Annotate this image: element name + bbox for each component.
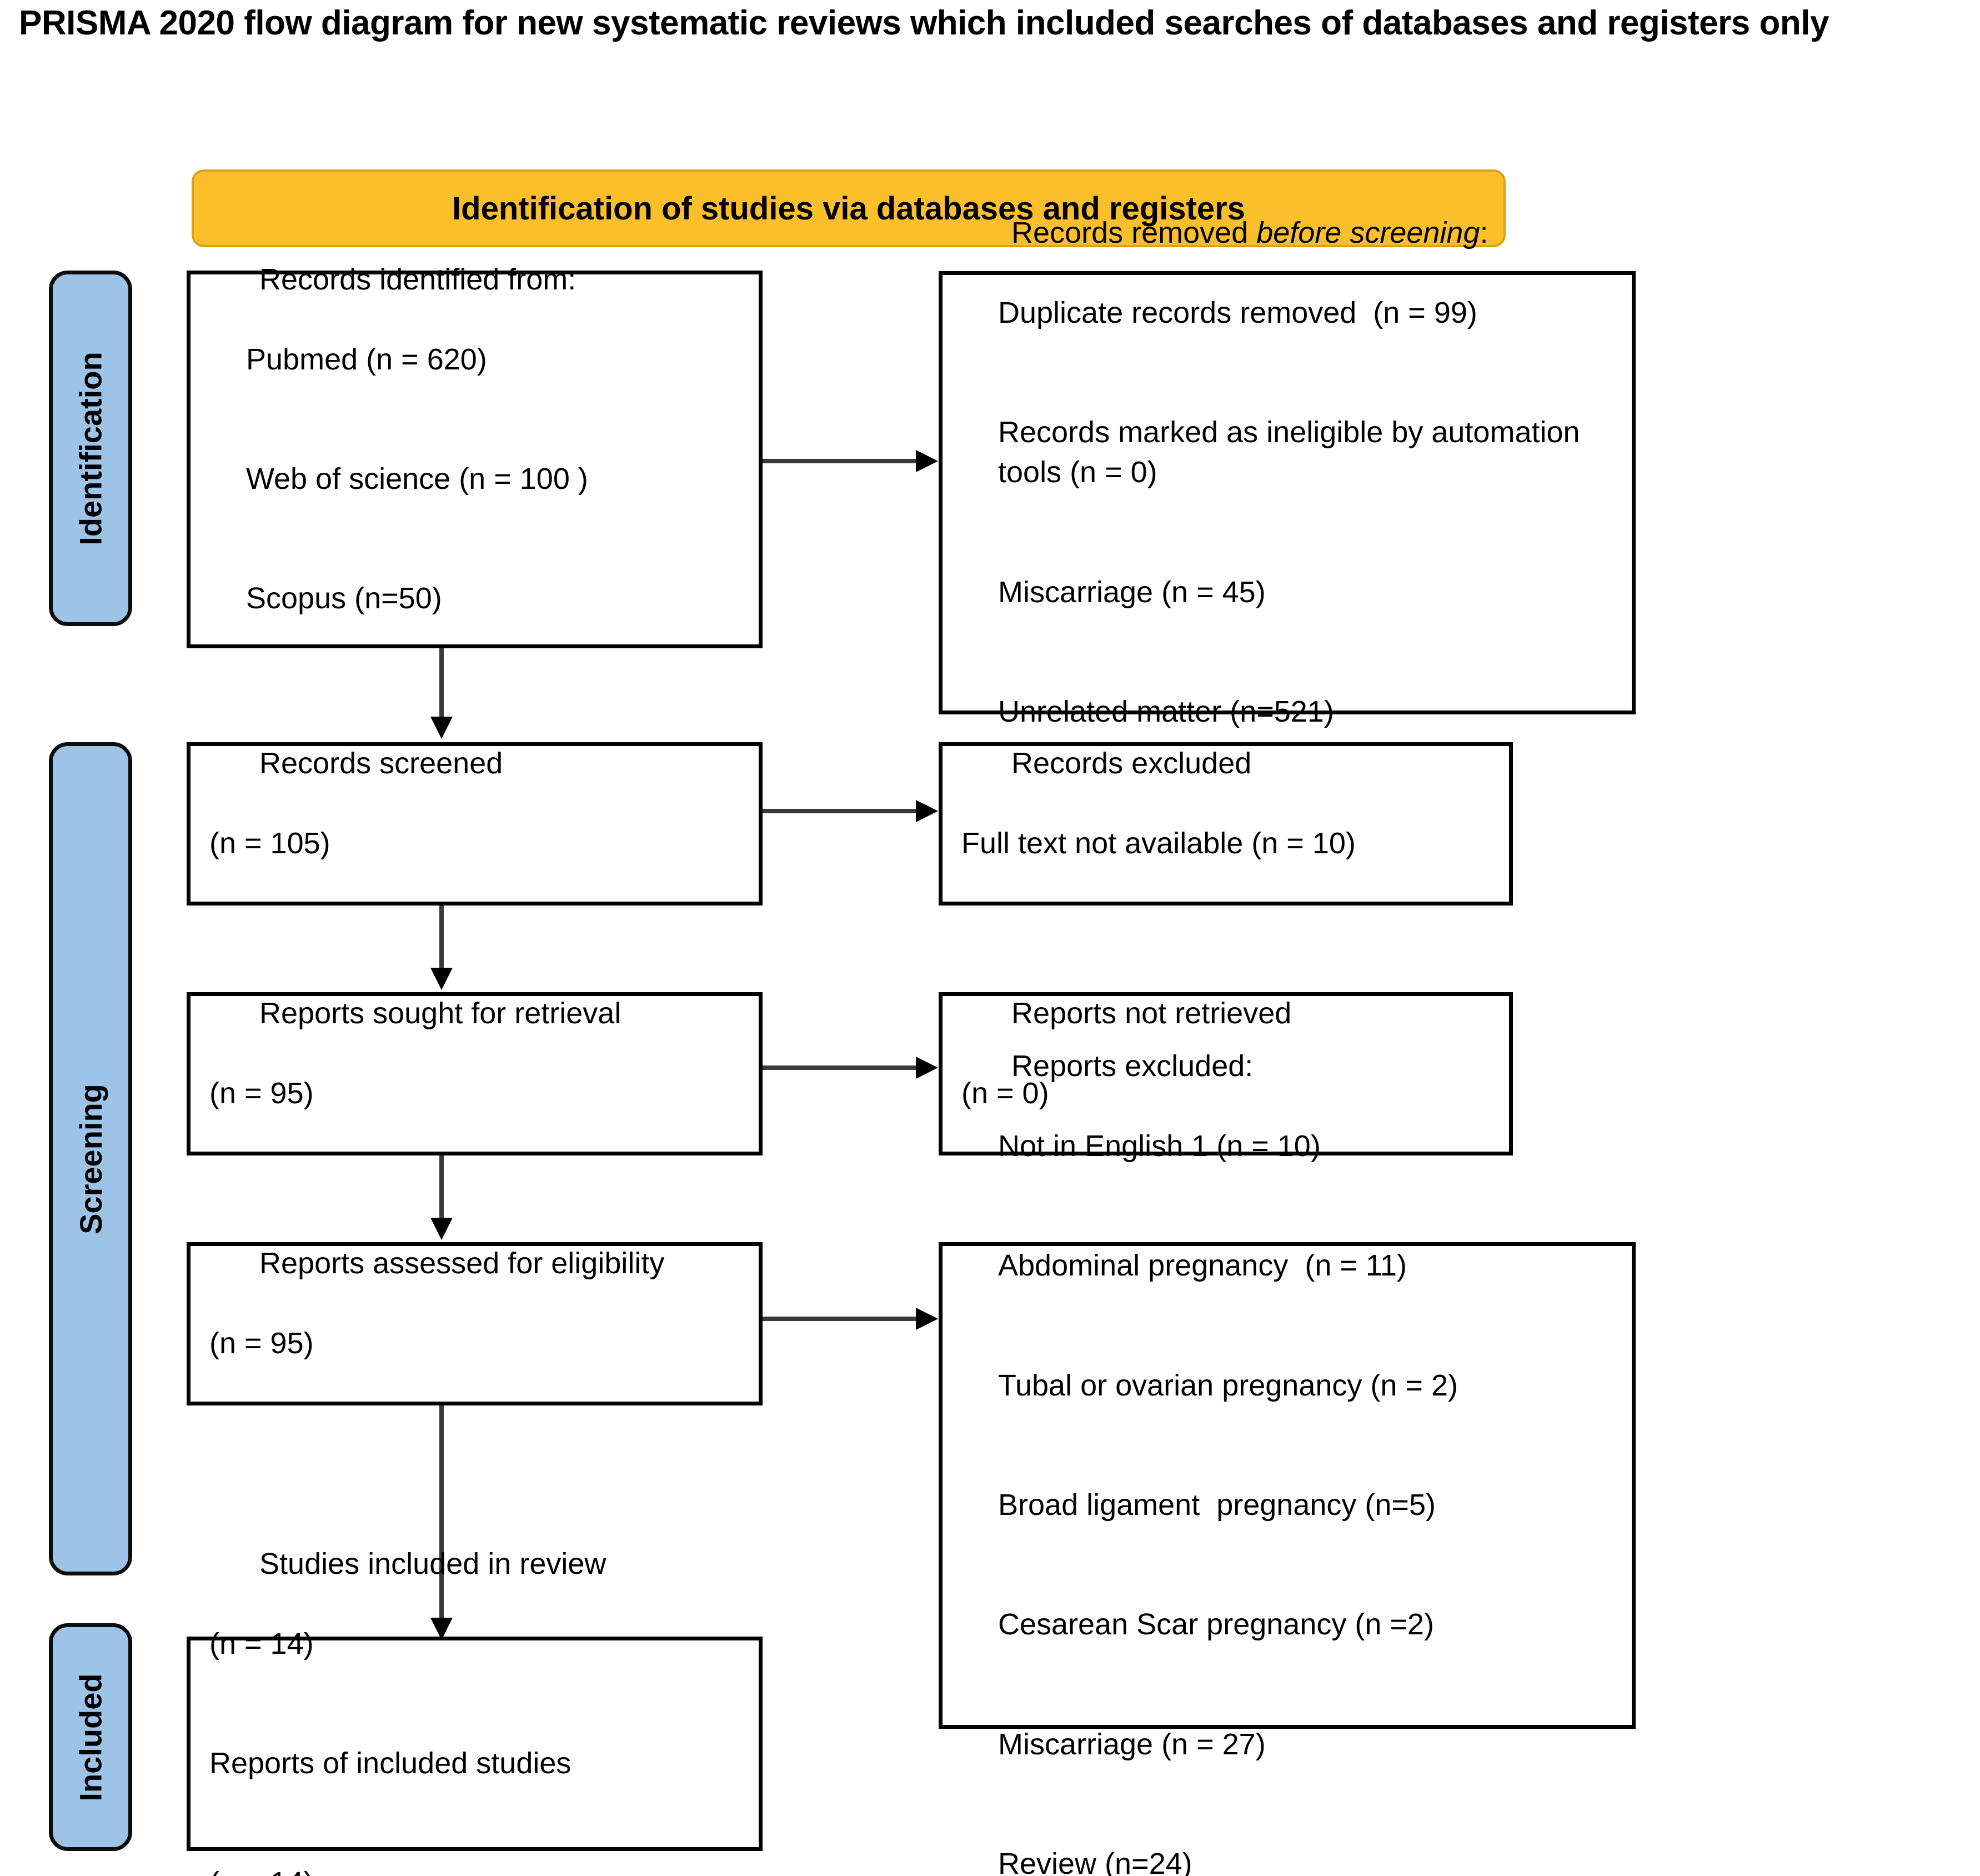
records-removed-heading: Records removed before screening: [1011, 216, 1488, 249]
reports-sought-line2: (n = 95) [209, 1077, 314, 1110]
records-removed-item-3: Unrelated matter (n=521) [998, 695, 1334, 729]
box-records-identified: Records identified from: Pubmed (n = 620… [187, 263, 763, 648]
page-title: PRISMA 2020 flow diagram for new systema… [19, 4, 1829, 42]
connector-identified-to-removed [763, 459, 917, 463]
stage-tab-screening-label: Screening [73, 1083, 108, 1234]
reports-excluded-item-3: Broad ligament pregnancy (n=5) [998, 1488, 1436, 1522]
stage-tab-identification-label: Identification [73, 351, 108, 546]
box-reports-not-retrieved: Reports not retrieved (n = 0) [939, 992, 1513, 1155]
box-studies-included: Studies included in review (n = 14) Repo… [187, 1547, 763, 1876]
identification-banner-label: Identification of studies via databases … [452, 190, 1245, 227]
box-records-removed-text: Records removed before screening: Duplic… [943, 174, 1632, 812]
box-reports-excluded: Reports excluded: Not in English 1 (n = … [939, 1049, 1636, 1876]
records-screened-line2: (n = 105) [209, 827, 330, 860]
connector-screened-to-sought [439, 906, 444, 972]
box-reports-sought-text: Reports sought for retrieval (n = 95) [191, 954, 759, 1194]
box-reports-assessed: Reports assessed for eligibility (n = 95… [187, 1242, 763, 1405]
connector-sought-to-assessed [439, 1155, 444, 1222]
records-identified-item-0: Pubmed (n = 620) [246, 342, 487, 376]
reports-excluded-item-6: Review (n=24) [998, 1847, 1192, 1876]
connector-sought-to-not-retrieved [763, 1065, 917, 1070]
reports-excluded-item-5: Miscarriage (n = 27) [998, 1727, 1266, 1761]
stage-tab-identification: Identification [49, 271, 132, 626]
reports-assessed-line2: (n = 95) [209, 1327, 314, 1360]
reports-excluded-item-0: Not in English 1 (n = 10) [998, 1129, 1321, 1163]
arrowhead-assessed-to-included [430, 1618, 453, 1640]
box-records-removed: Records removed before screening: Duplic… [939, 216, 1636, 728]
reports-not-retrieved-line2: (n = 0) [961, 1077, 1049, 1110]
arrowhead-sought-to-not-retrieved [916, 1057, 938, 1079]
box-records-screened-text: Records screened (n = 105) [191, 704, 759, 944]
studies-included-line3: Reports of included studies [209, 1747, 572, 1780]
reports-assessed-line1: Reports assessed for eligibility [259, 1247, 665, 1280]
box-reports-excluded-text: Reports excluded: Not in English 1 (n = … [943, 1007, 1632, 1876]
records-removed-item-2: Miscarriage (n = 45) [998, 575, 1266, 609]
reports-sought-line1: Reports sought for retrieval [259, 997, 621, 1030]
arrowhead-screened-to-sought [430, 968, 453, 990]
records-excluded-line1: Records excluded [1011, 747, 1252, 781]
box-records-excluded: Records excluded Full text not available… [939, 742, 1513, 906]
records-identified-heading: Records identified from: [259, 262, 577, 296]
box-records-identified-text: Records identified from: Pubmed (n = 620… [191, 220, 759, 699]
arrowhead-sought-to-assessed [430, 1218, 453, 1240]
records-removed-heading-italic: before screening [1256, 216, 1480, 250]
records-identified-item-2: Scopus (n=50) [246, 582, 442, 616]
records-identified-item-1: Web of science (n = 100 ) [246, 462, 588, 496]
box-reports-assessed-text: Reports assessed for eligibility (n = 95… [191, 1204, 759, 1444]
arrowhead-screened-to-excluded [916, 800, 938, 822]
records-removed-heading-prefix: Records removed [1011, 216, 1257, 250]
connector-assessed-to-included [439, 1405, 444, 1622]
reports-excluded-item-4: Cesarean Scar pregnancy (n =2) [998, 1608, 1434, 1642]
connector-screened-to-excluded [763, 809, 917, 813]
reports-excluded-item-2: Tubal or ovarian pregnancy (n = 2) [998, 1368, 1458, 1402]
records-removed-heading-suffix: : [1480, 216, 1488, 250]
records-removed-item-1: Records marked as ineligible by automati… [998, 416, 1588, 489]
connector-assessed-to-excluded [763, 1317, 917, 1321]
box-reports-not-retrieved-text: Reports not retrieved (n = 0) [943, 954, 1509, 1194]
identification-banner: Identification of studies via databases … [192, 169, 1506, 247]
arrowhead-identified-to-screened [430, 717, 453, 739]
box-records-excluded-text: Records excluded Full text not available… [943, 704, 1509, 944]
reports-excluded-item-1: Abdominal pregnancy (n = 11) [998, 1249, 1407, 1283]
records-removed-item-0: Duplicate records removed (n = 99) [998, 296, 1477, 329]
box-reports-sought: Reports sought for retrieval (n = 95) [187, 992, 763, 1155]
box-records-screened: Records screened (n = 105) [187, 742, 763, 906]
reports-excluded-heading: Reports excluded: [1011, 1049, 1254, 1083]
arrowhead-assessed-to-excluded [916, 1308, 938, 1330]
records-screened-line1: Records screened [259, 747, 503, 781]
studies-included-line4: (n = 14) [209, 1863, 740, 1876]
reports-not-retrieved-line1: Reports not retrieved [1011, 997, 1292, 1030]
stage-tab-included-label: Included [73, 1673, 108, 1802]
connector-identified-to-screened [439, 648, 444, 721]
records-excluded-line2: Full text not available (n = 10) [961, 827, 1356, 860]
stage-tab-included: Included [49, 1623, 132, 1851]
box-studies-included-text: Studies included in review (n = 14) Repo… [191, 1504, 759, 1876]
studies-included-line2: (n = 14) [209, 1627, 314, 1660]
stage-tab-screening: Screening [49, 742, 132, 1575]
studies-included-line1: Studies included in review [259, 1547, 606, 1580]
arrowhead-identified-to-removed [916, 450, 938, 472]
